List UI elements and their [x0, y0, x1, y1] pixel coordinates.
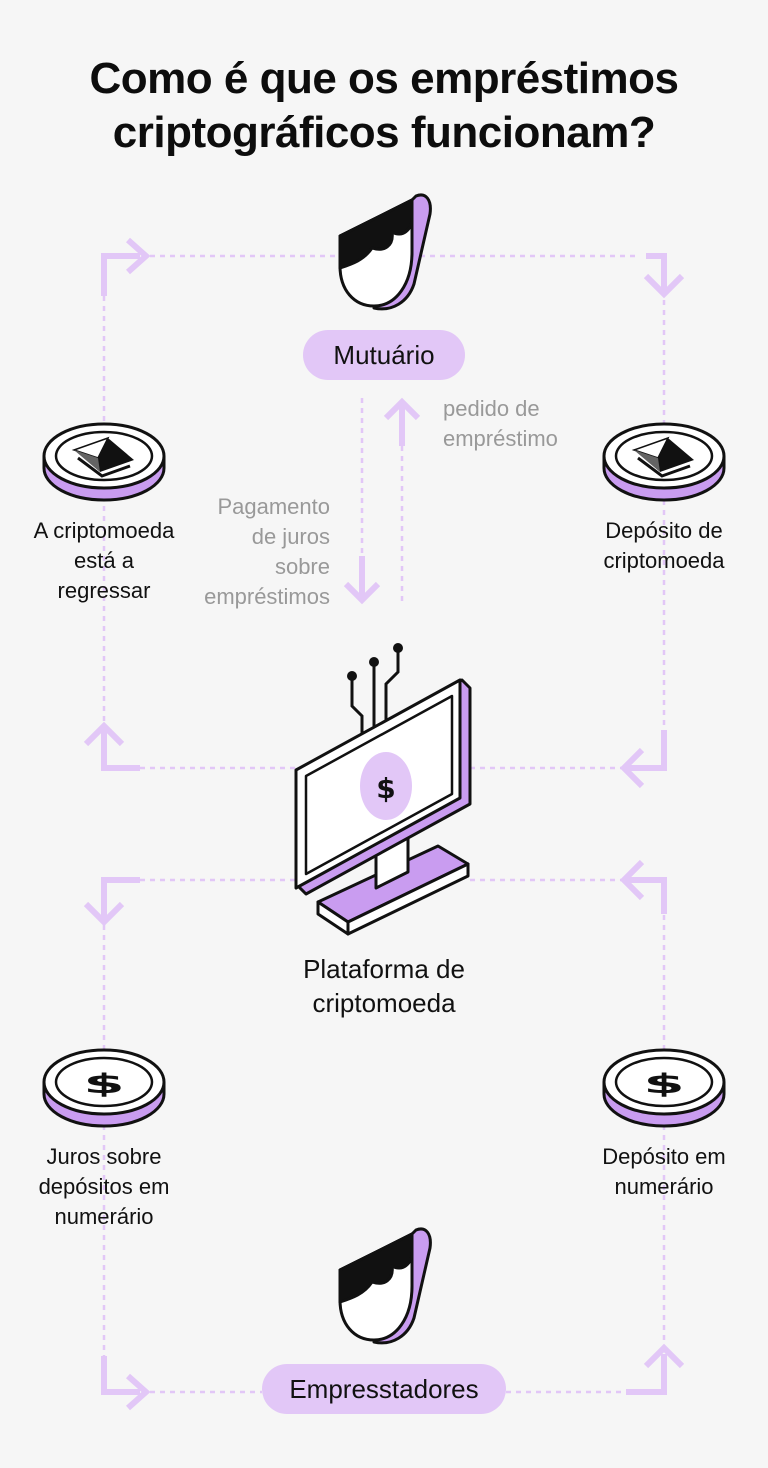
borrower-label: Mutuário [303, 330, 465, 380]
cash-deposit-label: Depósito em numerário [574, 1142, 754, 1202]
arrowhead-up-bottom-right [643, 1343, 685, 1369]
corner-arrow-top-right [646, 253, 667, 292]
loan-request-line-1: pedido de [443, 396, 540, 421]
crypto-returning-label: A criptomoeda está a regressar [14, 516, 194, 606]
flow-arrows [83, 237, 685, 1411]
corner-arrow-left-mid [101, 730, 140, 771]
corner-arrow-right-mid [626, 730, 667, 771]
crypto-deposit-line-1: Depósito de [605, 518, 723, 543]
cash-interest-line-1: Juros sobre [46, 1144, 162, 1169]
corner-arrow-left-lower [101, 877, 140, 918]
page-title: Como é que os empréstimos criptográficos… [0, 52, 768, 160]
arrowhead-left-right-lower [619, 859, 645, 901]
svg-text:$: $ [83, 1068, 124, 1099]
corner-arrow-top-left [101, 253, 140, 296]
lenders-label: Empresstadores [262, 1364, 506, 1414]
interest-payment-line-1: Pagamento [217, 494, 330, 519]
interest-payment-line-3: sobre [274, 554, 330, 579]
cash-interest-line-2: depósitos em [38, 1174, 170, 1199]
svg-text:$: $ [643, 1068, 684, 1099]
loan-request-label: pedido de empréstimo [443, 394, 558, 454]
interest-payment-line-2: de juros [251, 524, 330, 549]
arrowhead-down-left-lower [83, 901, 125, 927]
interest-payment-line-4: empréstimos [204, 584, 330, 609]
person-icon [338, 1227, 432, 1345]
corner-arrow-right-lower [626, 877, 667, 914]
arrowhead-left-right-mid [619, 747, 645, 789]
dollar-coin-icon: $ [42, 1048, 166, 1128]
cash-deposit-line-1: Depósito em [602, 1144, 726, 1169]
crypto-returning-line-1: A criptomoeda [33, 518, 175, 543]
corner-arrow-bottom-left [101, 1356, 140, 1395]
platform-line-2: criptomoeda [312, 988, 456, 1018]
computer-monitor-icon: $ [294, 643, 472, 936]
interest-payment-label: Pagamento de juros sobre empréstimos [204, 492, 330, 612]
title-line-1: Como é que os empréstimos [89, 54, 679, 103]
dollar-coin-icon: $ [602, 1048, 726, 1128]
crypto-returning-line-3: regressar [57, 578, 151, 603]
arrowhead-up-left-mid [83, 721, 125, 747]
ethereum-coin-icon [602, 422, 726, 502]
arrowhead-down-interest [343, 581, 381, 605]
svg-text:$: $ [376, 772, 395, 805]
crypto-deposit-line-2: criptomoeda [603, 548, 725, 573]
title-line-2: criptográficos funcionam? [112, 108, 656, 157]
ethereum-coin-icon [42, 422, 166, 502]
arrowhead-down-top-right [643, 273, 685, 299]
cash-deposit-line-2: numerário [614, 1174, 714, 1199]
cash-interest-line-3: numerário [54, 1204, 154, 1229]
arrowhead-right-top-left [126, 237, 151, 275]
arrowhead-right-bottom-left [126, 1373, 151, 1411]
cash-interest-label: Juros sobre depósitos em numerário [14, 1142, 194, 1232]
crypto-deposit-label: Depósito de criptomoeda [574, 516, 754, 576]
platform-label: Plataforma de criptomoeda [234, 952, 534, 1020]
loan-request-line-2: empréstimo [443, 426, 558, 451]
arrowhead-up-loan-request [383, 397, 421, 421]
platform-line-1: Plataforma de [303, 954, 465, 984]
crypto-returning-line-2: está a [74, 548, 134, 573]
corner-arrow-bottom-right [626, 1354, 667, 1395]
person-icon [338, 193, 432, 311]
